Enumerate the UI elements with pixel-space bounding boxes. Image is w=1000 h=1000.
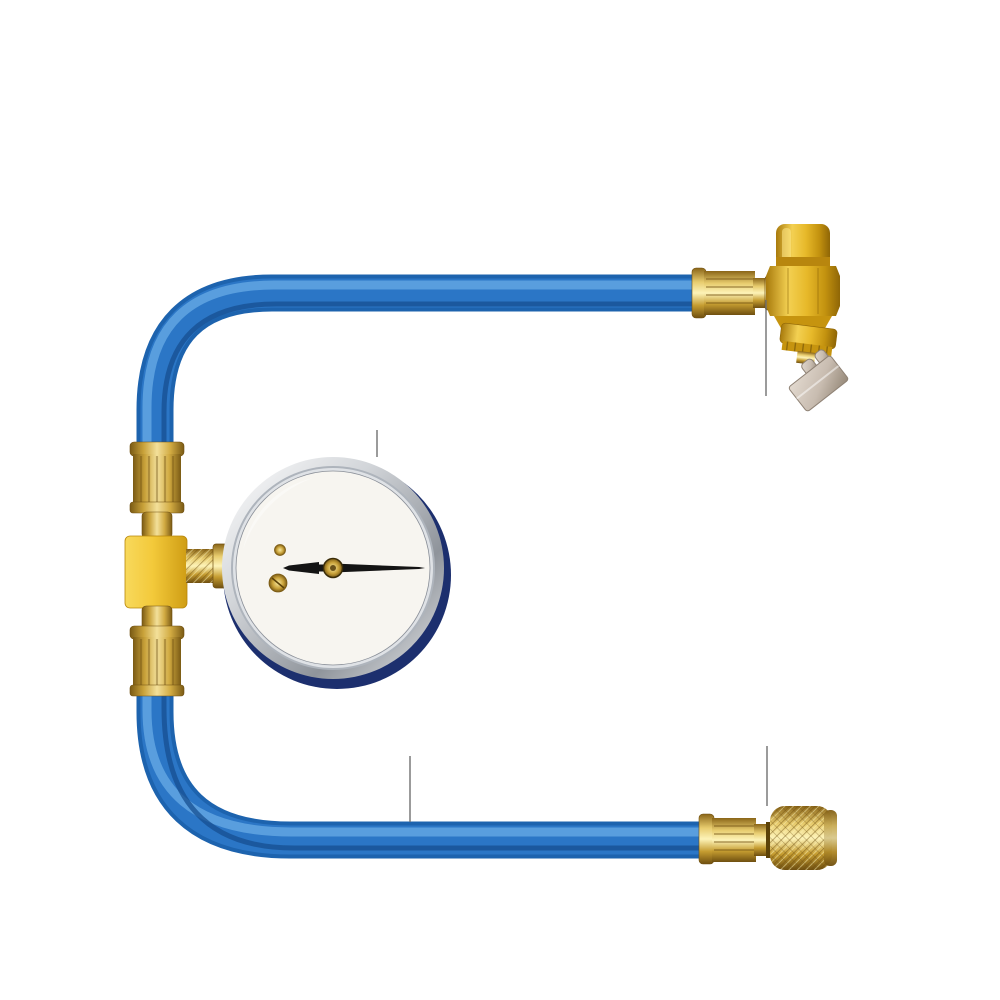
pressure-gauge	[222, 457, 451, 689]
gauge-screw-large	[268, 573, 288, 593]
left-coupling-nut-top	[141, 511, 173, 539]
corkscrew-tab	[788, 349, 849, 412]
left-crimp-fitting-bottom	[129, 625, 185, 697]
gauge-hub	[322, 557, 344, 579]
right-crimp-fitting-top	[691, 267, 767, 319]
can-tap-valve-body	[766, 224, 840, 330]
gauge-screw-small	[274, 544, 286, 556]
hose-lower-run	[136, 694, 706, 859]
can-piercing-nut	[779, 322, 838, 365]
t-connector-yellow-block	[124, 535, 188, 609]
callout-lines	[376, 300, 768, 822]
r134a-quick-connector	[770, 806, 837, 870]
left-crimp-fitting-top	[129, 441, 185, 514]
right-crimp-fitting-bottom	[698, 813, 772, 865]
hose-upper-run	[136, 274, 708, 452]
